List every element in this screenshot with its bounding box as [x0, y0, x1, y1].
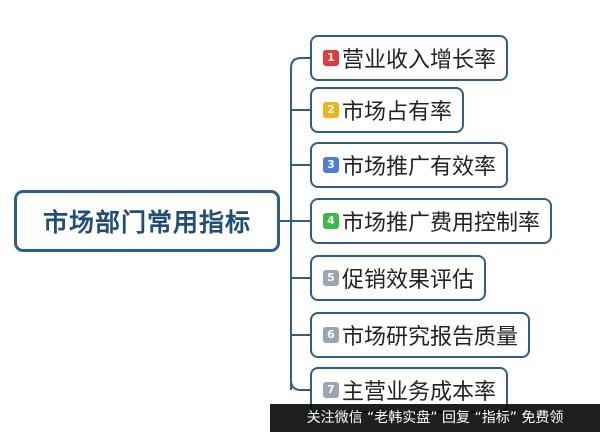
watermark-banner: 关注微信 “老韩实盘” 回复 “指标” 免费领	[270, 404, 600, 432]
number-badge-1: 1	[323, 50, 339, 66]
item-node-4[interactable]: 4 市场推广费用控制率	[310, 198, 553, 244]
item-node-6[interactable]: 6 市场研究报告质量	[310, 312, 531, 358]
item-label-7: 主营业务成本率	[342, 380, 497, 405]
item-label-4: 市场推广费用控制率	[342, 211, 541, 236]
number-badge-5: 5	[323, 270, 339, 286]
item-label-5: 促销效果评估	[342, 268, 475, 293]
number-badge-3: 3	[323, 157, 339, 173]
connector-branch-7	[290, 379, 310, 391]
root-node[interactable]: 市场部门常用指标	[14, 190, 280, 252]
number-badge-4: 4	[323, 213, 339, 229]
number-badge-2: 2	[323, 102, 339, 118]
item-label-2: 市场占有率	[342, 100, 453, 125]
connector-branch-1	[290, 57, 310, 69]
item-label-1: 营业收入增长率	[342, 48, 497, 73]
item-node-3[interactable]: 3 市场推广有效率	[310, 142, 509, 188]
watermark-text: 关注微信 “老韩实盘” 回复 “指标” 免费领	[306, 410, 564, 426]
number-badge-6: 6	[323, 327, 339, 343]
item-node-1[interactable]: 1 营业收入增长率	[310, 35, 509, 81]
item-label-6: 市场研究报告质量	[342, 325, 519, 350]
number-badge-7: 7	[323, 382, 339, 398]
item-node-5[interactable]: 5 促销效果评估	[310, 255, 487, 301]
item-label-3: 市场推广有效率	[342, 155, 497, 180]
root-label: 市场部门常用指标	[42, 208, 251, 237]
item-node-2[interactable]: 2 市场占有率	[310, 87, 465, 133]
